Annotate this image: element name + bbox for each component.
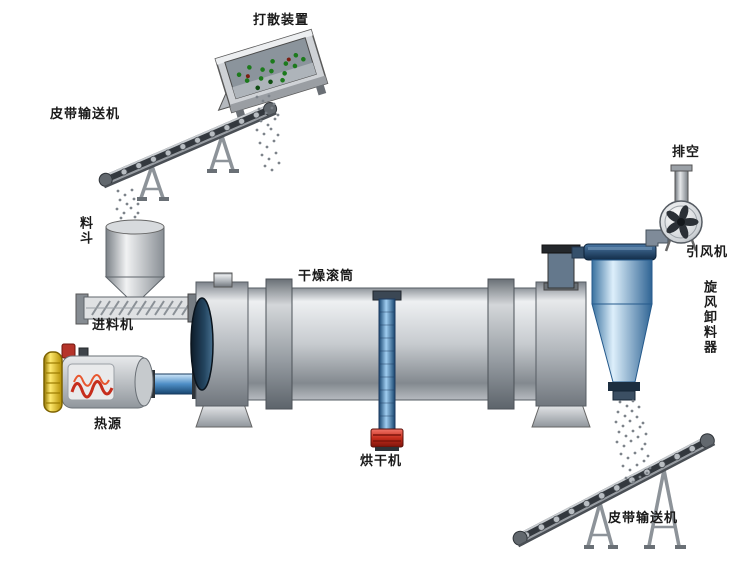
material-stream-cyclone (614, 399, 652, 484)
fan-blades-icon (666, 205, 699, 239)
label-dryer: 烘干机 (360, 454, 403, 469)
scatter-device (214, 28, 329, 120)
flame-icon (70, 380, 114, 399)
label-hopper: 料斗 (76, 216, 92, 246)
label-belt-conveyor-bottom: 皮带输送机 (608, 511, 679, 526)
material-stream-scatter (255, 94, 281, 172)
rotary-drum (190, 272, 591, 428)
label-heat-source: 热源 (94, 417, 123, 432)
label-induced-draft-fan: 引风机 (686, 245, 729, 260)
induced-draft-fan (645, 164, 703, 252)
material-stream-to-hopper (115, 188, 140, 228)
label-vent: 排空 (672, 145, 701, 160)
granules (236, 52, 306, 91)
label-scatter-device: 打散装置 (253, 13, 310, 28)
belt-conveyor-lower (512, 433, 716, 549)
label-drying-drum: 干燥滚筒 (298, 269, 355, 284)
label-belt-conveyor-top: 皮带输送机 (50, 107, 121, 122)
label-cyclone-discharger: 旋风卸料器 (700, 280, 716, 355)
belt-conveyor-upper (98, 102, 278, 201)
screw-feeder (75, 293, 197, 325)
label-feeder: 进料机 (92, 318, 135, 333)
hopper (104, 219, 166, 300)
exhaust-duct (541, 244, 589, 291)
heat-source (43, 343, 199, 413)
cyclone-separator (583, 243, 657, 401)
dryer-pipe (370, 290, 404, 451)
vent-pipe (674, 169, 689, 203)
